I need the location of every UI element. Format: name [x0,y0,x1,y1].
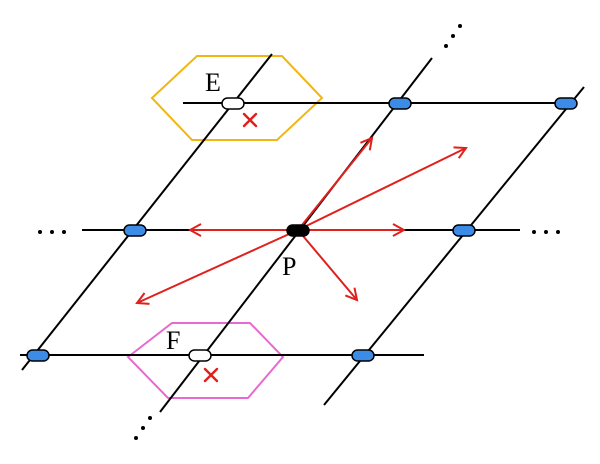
red-x-icon [242,112,258,128]
arrow-up-right [297,138,372,231]
red-x-icon [203,367,219,383]
ellipsis-dots [134,416,152,440]
ellipsis-dots [38,230,66,234]
label-E: E [205,68,221,97]
site-middle-right [452,224,476,237]
arrow-down-right [297,229,357,300]
site-top-vacant-E [221,97,245,110]
ellipsis-dots [532,230,560,234]
site-top-right [554,97,578,110]
label-P: P [282,252,296,281]
arrow-far-up-right [297,148,466,231]
site-middle-left [123,224,147,237]
site-bottom-left [26,349,50,362]
site-center-P [286,224,310,237]
site-bottom-right [351,349,375,362]
arrow-group [137,138,466,303]
site-bottom-vacant-F [188,349,212,362]
site-top-middle [388,97,412,110]
hexagon-E [150,55,324,141]
ellipsis-dots [444,24,462,48]
label-F: F [166,326,180,355]
arrow-far-down-left [137,229,299,303]
hexagon-F [126,322,285,399]
